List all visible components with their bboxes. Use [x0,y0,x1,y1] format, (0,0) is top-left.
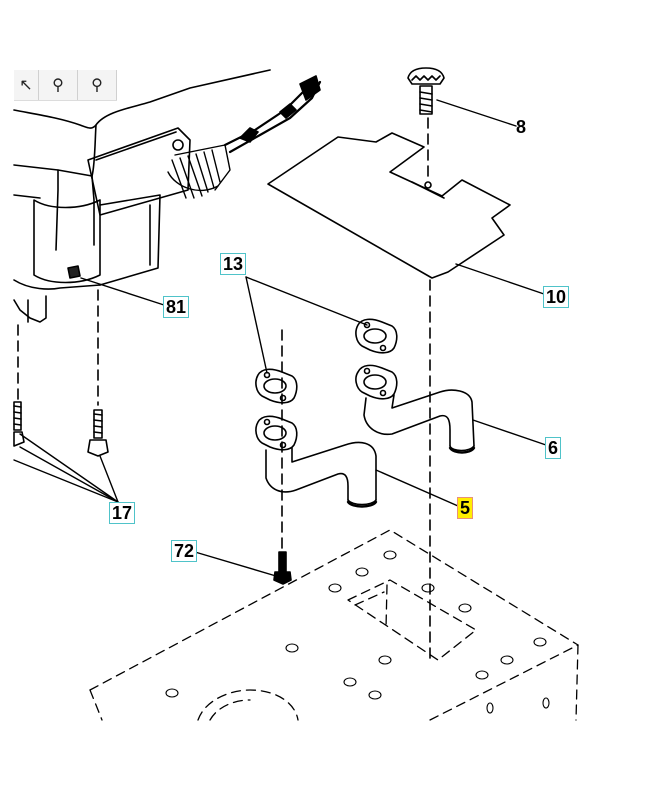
deck-holes [165,550,550,714]
arrow-icon: ↖ [19,77,33,94]
bolt-17-right [87,409,109,457]
callout-17[interactable]: 17 [109,502,136,524]
gasket-lower [255,368,298,404]
bolt-17-left [13,401,25,447]
engine-body [13,69,322,323]
zoom-in-button[interactable]: ⚲ [39,70,78,100]
magnifier-icon: ⚲ [52,77,64,94]
pan-button[interactable]: ↖ [14,70,39,100]
callout-8[interactable]: 8 [516,117,527,137]
exhaust-pipe-5 [255,415,378,508]
callout-81[interactable]: 81 [163,296,190,318]
exhaust-pipe-6 [355,364,476,454]
callout-13[interactable]: 13 [220,253,247,275]
callout-5[interactable]: 5 [457,497,474,519]
bolt-8 [407,67,445,115]
leader-lines [13,99,547,577]
zoom-out-button[interactable]: ⚲ [78,70,117,100]
viewer-toolbar: ↖ ⚲ ⚲ [14,70,117,101]
heat-shield-plate [267,132,511,279]
mower-deck [89,529,579,721]
callout-6[interactable]: 6 [545,437,562,459]
callout-72[interactable]: 72 [171,540,198,562]
bolt-72 [273,551,292,585]
gasket-upper [355,318,398,354]
callout-10[interactable]: 10 [543,286,570,308]
magnifier-icon: ⚲ [91,77,103,94]
